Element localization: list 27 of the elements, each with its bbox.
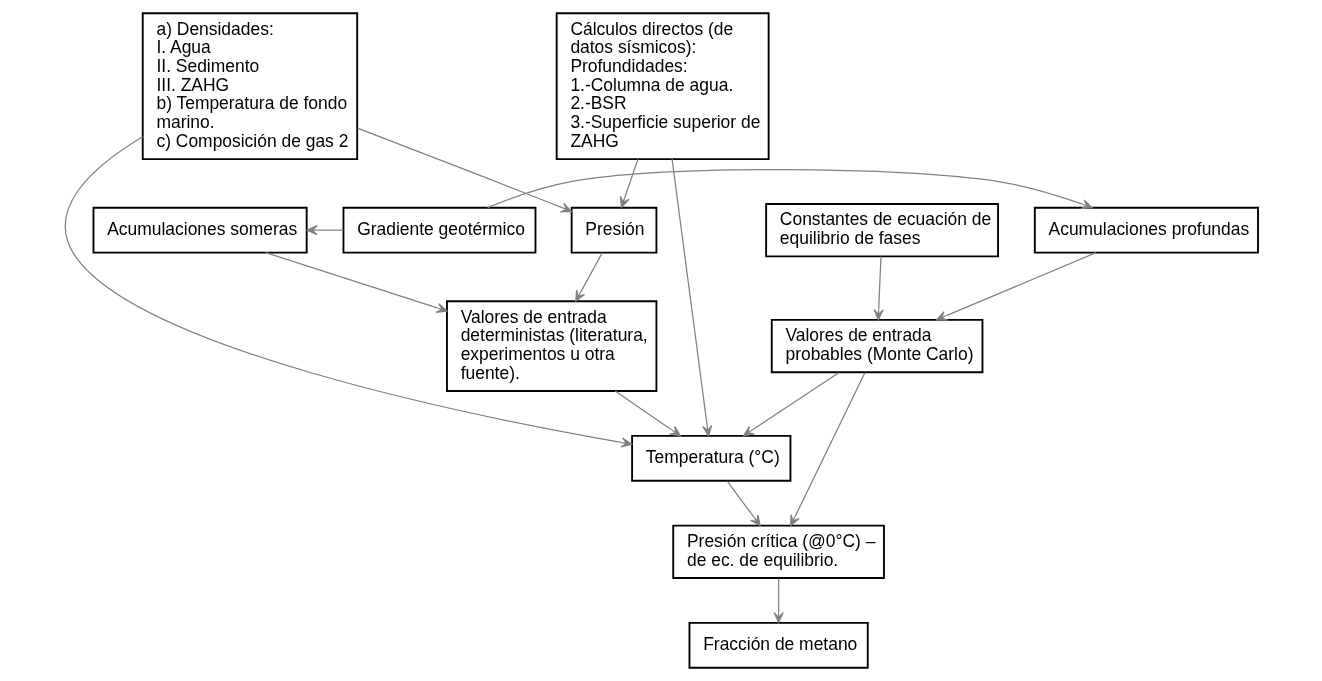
arrow — [486, 169, 1093, 210]
arrow — [670, 158, 712, 437]
node-box: a) Densidades: I. Agua II. Sedimento III. ZAHG b) Temperatura de fondo marino. c) Composición de gas 2 — [141, 12, 358, 161]
node-box: Cálculos directos (de datos sísmicos): Profundidades: 1.-Columna de agua. 2.-BSR 3.-Superficie superior de ZAHG — [555, 12, 770, 161]
arrow — [264, 252, 448, 313]
arrow — [935, 252, 1097, 321]
node-box: Valores de entrada probables (Monte Carlo) — [770, 319, 983, 374]
arrow — [306, 225, 344, 236]
arrow — [574, 252, 603, 302]
arrow — [789, 372, 865, 527]
arrow — [356, 127, 572, 213]
node-box: Temperatura (°C) — [630, 434, 791, 482]
arrow — [614, 390, 681, 437]
node-box: Acumulaciones someras — [92, 206, 308, 254]
node-box: Presión — [570, 206, 657, 254]
node-box: Valores de entrada deterministas (literatura, experimentos u otra fuente). — [445, 300, 657, 392]
arrow — [619, 158, 639, 208]
arrow — [773, 577, 784, 624]
node-box: Fracción de metano — [688, 621, 869, 669]
node-box: Acumulaciones profundas — [1033, 206, 1259, 254]
arrow — [64, 136, 632, 448]
arrow — [873, 255, 884, 321]
node-box: Gradiente geotérmico — [342, 206, 536, 254]
arrow — [742, 371, 840, 437]
arrow — [726, 480, 761, 527]
node-box: Presión crítica (@0°C) – de ec. de equilibrio. — [671, 524, 885, 579]
node-box: Constantes de ecuación de equilibrio de fases — [764, 203, 999, 258]
